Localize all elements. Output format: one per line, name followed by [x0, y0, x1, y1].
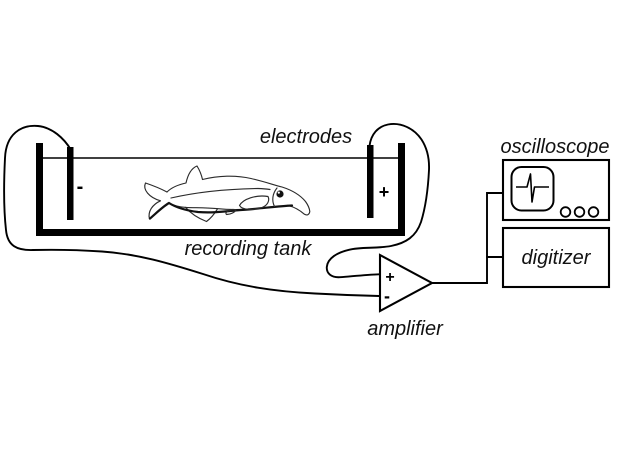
amplifier-label: amplifier: [367, 318, 444, 340]
oscilloscope-knob: [587, 206, 600, 218]
fish-pelvic-fin: [225, 208, 237, 216]
tank-bottom: [36, 229, 405, 236]
fish-anal-fin: [184, 206, 219, 223]
oscilloscope-screen: [510, 166, 555, 212]
fish-eye-highlight: [277, 191, 280, 194]
recording-tank-label: recording tank: [185, 238, 313, 260]
left-electrode: [67, 147, 74, 220]
tank-left-wall: [36, 143, 43, 235]
knob-circles-icon: [559, 206, 600, 218]
electrodes-label: electrodes: [260, 126, 352, 148]
fish-pectoral-fin: [238, 195, 270, 210]
fish-belly-line: [148, 201, 294, 220]
oscilloscope-knob: [573, 206, 586, 218]
tank-right-wall: [398, 143, 405, 235]
eod-spike-waveform-icon: [516, 173, 549, 203]
fish-gill-line: [272, 187, 278, 208]
elephantnose-fish-illustration: [144, 165, 311, 223]
right-electrode-wire: [325, 123, 430, 279]
amplifier-output-wire: [431, 192, 504, 284]
left-electrode-wire: [3, 125, 380, 297]
amplifier-plus-sign: +: [385, 269, 394, 286]
fish-lateral-line: [170, 187, 271, 199]
fish-eye: [276, 190, 284, 198]
left-electrode-sign: -: [77, 176, 84, 198]
digitizer-label: digitizer: [522, 247, 592, 269]
oscilloscope-knob: [559, 206, 572, 218]
amplifier-triangle: [378, 253, 435, 313]
amplifier-minus-sign: -: [384, 286, 390, 306]
right-electrode-sign: +: [379, 182, 390, 202]
digitizer-box: [501, 226, 611, 289]
oscilloscope-label: oscilloscope: [501, 136, 610, 158]
right-electrode: [367, 145, 374, 218]
fish-body-outline: [166, 165, 311, 216]
